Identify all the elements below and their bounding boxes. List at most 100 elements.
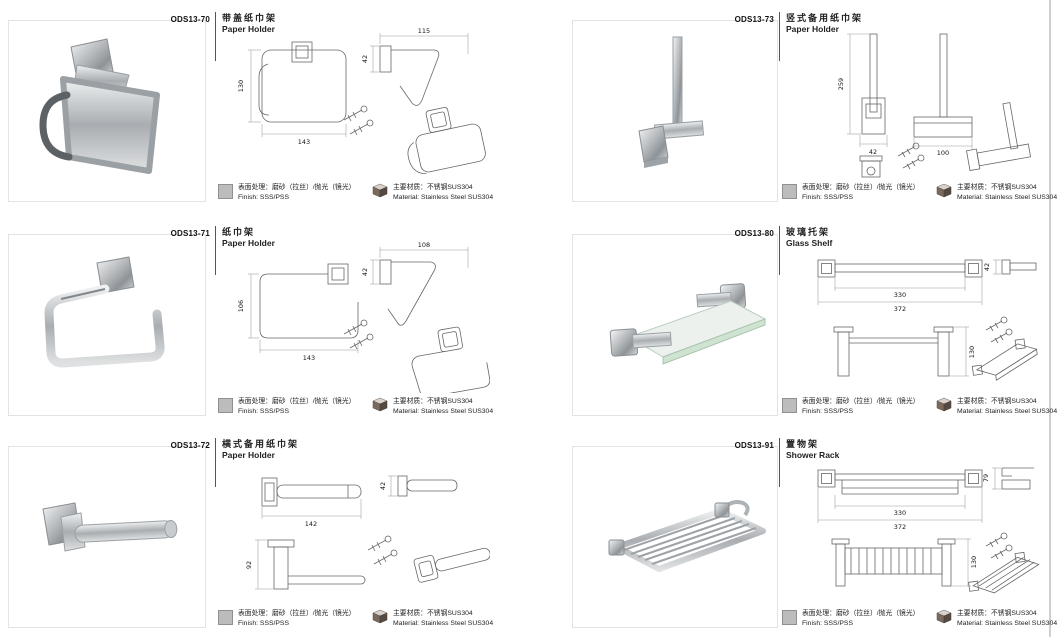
product-name-cn: 玻璃托架 <box>786 227 831 237</box>
product-name-en: Paper Holder <box>222 24 275 35</box>
product-name-cn: 置物架 <box>786 439 820 449</box>
screws-icon <box>985 316 1013 344</box>
screws-icon <box>897 142 925 170</box>
product-photo-frame <box>572 446 778 628</box>
dim-label: 42 <box>361 268 369 276</box>
finish-swatch-icon <box>218 184 233 199</box>
dim-label: 92 <box>245 561 253 569</box>
dim-label: 259 <box>837 78 845 90</box>
product-name-cn: 横式备用纸巾架 <box>222 439 300 449</box>
material-cube-icon <box>936 183 952 198</box>
finish-text-cn: 表面处理：磨砂（拉丝）/抛光（镜光） <box>802 610 920 617</box>
product-code: ODS13-71 <box>170 229 210 238</box>
product-name-en: Paper Holder <box>222 450 275 461</box>
product-code: ODS13-80 <box>734 229 774 238</box>
product-photo-frame <box>8 234 206 416</box>
finish-text-cn: 表面处理：磨砂（拉丝）/抛光（镜光） <box>238 398 356 405</box>
screws-icon <box>367 535 398 566</box>
finish-swatch-icon <box>782 184 797 199</box>
material-text-cn: 主要材质：不锈钢SUS304 <box>957 184 1037 191</box>
dim-label: 330 <box>894 509 906 517</box>
product-names: 竖式备用纸巾架 Paper Holder <box>786 13 863 35</box>
technical-drawing: 259 42 100 <box>837 33 1031 178</box>
product-name-cn: 竖式备用纸巾架 <box>786 13 864 23</box>
material-cube-icon <box>372 183 388 198</box>
product-names: 横式备用纸巾架 Paper Holder <box>222 439 299 461</box>
material-cube-icon <box>936 397 952 412</box>
screws-icon <box>343 105 374 136</box>
product-names: 带盖纸巾架 Paper Holder <box>222 13 277 35</box>
dim-label: 130 <box>970 556 978 568</box>
product-name-en: Glass Shelf <box>786 238 833 249</box>
code-divider <box>215 226 216 275</box>
material-text-en: Material: Stainless Steel SUS304 <box>957 193 1058 201</box>
glass-shelf-photo <box>609 283 767 365</box>
finish-text-en: Finish: SSS/PSS <box>802 193 853 201</box>
finish-text-en: Finish: SSS/PSS <box>238 193 289 201</box>
product-photo-frame <box>8 446 206 628</box>
material-text-cn: 主要材质：不锈钢SUS304 <box>957 398 1037 405</box>
screws-icon <box>985 532 1013 560</box>
product-photo-frame <box>572 20 778 202</box>
code-divider <box>215 438 216 487</box>
code-divider <box>215 12 216 61</box>
material-cube-icon <box>372 397 388 412</box>
material-text-en: Material: Stainless Steel SUS304 <box>393 193 494 201</box>
dim-label: 79 <box>982 474 990 482</box>
material-text-cn: 主要材质：不锈钢SUS304 <box>393 610 473 617</box>
material-text-en: Material: Stainless Steel SUS304 <box>957 619 1058 627</box>
product-name-cn: 纸巾架 <box>222 227 256 237</box>
finish-text-cn: 表面处理：磨砂（拉丝）/抛光（镜光） <box>238 184 356 191</box>
finish-text-cn: 表面处理：磨砂（拉丝）/抛光（镜光） <box>802 184 920 191</box>
technical-drawing: 330 372 42 130 <box>817 259 1038 381</box>
finish-swatch-icon <box>782 610 797 625</box>
finish-swatch-icon <box>782 398 797 413</box>
dim-label: 142 <box>305 520 317 528</box>
product-photo-frame <box>572 234 778 416</box>
paper-holder-ring-photo <box>44 256 165 368</box>
material-cube-icon <box>936 609 952 624</box>
code-divider <box>779 226 780 275</box>
dim-label: 143 <box>298 138 310 146</box>
page-right-border <box>1049 0 1051 637</box>
material-text-cn: 主要材质：不锈钢SUS304 <box>393 398 473 405</box>
product-code: ODS13-72 <box>170 441 210 450</box>
finish-text-en: Finish: SSS/PSS <box>802 407 853 415</box>
dim-label: 42 <box>983 263 991 271</box>
material-text-en: Material: Stainless Steel SUS304 <box>393 619 494 627</box>
dim-label: 100 <box>937 149 949 157</box>
technical-drawing: 130 143 115 42 <box>237 27 486 174</box>
product-names: 玻璃托架 Glass Shelf <box>786 227 832 249</box>
material-text-en: Material: Stainless Steel SUS304 <box>393 407 494 415</box>
technical-drawing: 330 372 79 130 <box>817 467 1040 594</box>
technical-drawing: 142 42 92 <box>245 475 490 590</box>
material-text-cn: 主要材质：不锈钢SUS304 <box>957 610 1037 617</box>
screws-icon <box>343 319 374 350</box>
product-name-en: Paper Holder <box>222 238 275 249</box>
dim-label: 42 <box>379 482 387 490</box>
finish-text-en: Finish: SSS/PSS <box>802 619 853 627</box>
finish-swatch-icon <box>218 610 233 625</box>
product-names: 纸巾架 Paper Holder <box>222 227 275 249</box>
shower-rack-photo <box>608 500 766 572</box>
dim-label: 372 <box>894 523 906 531</box>
dim-label: 42 <box>361 55 369 63</box>
product-card: ODS13-70 带盖纸巾架 Paper Holder 130 143 115 … <box>6 6 498 213</box>
horizontal-paper-holder-photo <box>42 502 178 552</box>
product-name-cn: 带盖纸巾架 <box>222 13 278 23</box>
product-names: 置物架 Shower Rack <box>786 439 839 461</box>
dim-label: 115 <box>418 27 430 35</box>
dim-label: 143 <box>303 354 315 362</box>
product-code: ODS13-73 <box>734 15 774 24</box>
finish-text-en: Finish: SSS/PSS <box>238 619 289 627</box>
code-divider <box>779 438 780 487</box>
material-text-cn: 主要材质：不锈钢SUS304 <box>393 184 473 191</box>
product-card: ODS13-91 置物架 Shower Rack 330 372 79 130 <box>570 432 1061 637</box>
product-photo-frame <box>8 20 206 202</box>
product-name-en: Shower Rack <box>786 450 840 461</box>
finish-swatch-icon <box>218 398 233 413</box>
product-card: ODS13-80 玻璃托架 Glass Shelf 330 372 42 130 <box>570 220 1061 427</box>
dim-label: 130 <box>968 346 976 358</box>
finish-text-cn: 表面处理：磨砂（拉丝）/抛光（镜光） <box>238 610 356 617</box>
